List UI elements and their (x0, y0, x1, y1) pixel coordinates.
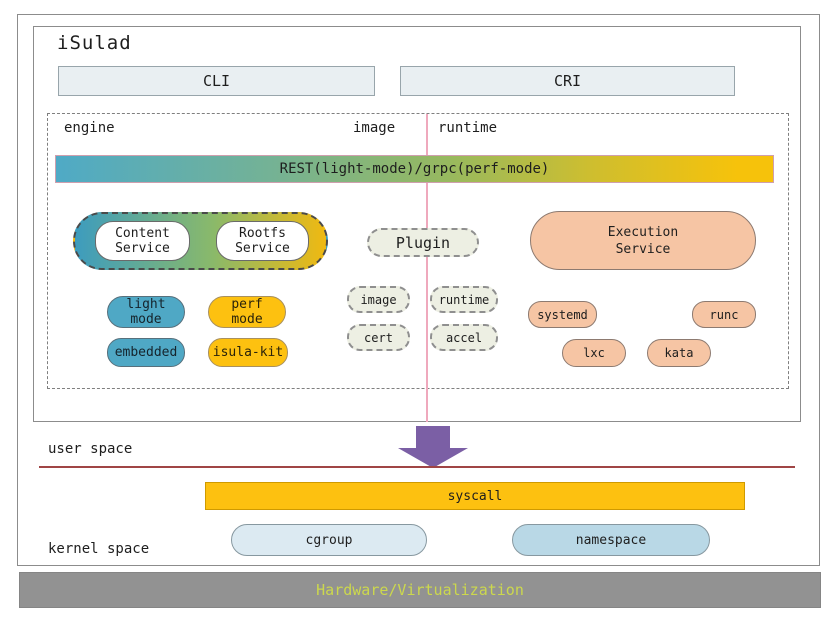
kata-pill: kata (647, 339, 711, 367)
namespace-pill: namespace (512, 524, 710, 556)
accel-module-pill: accel (430, 324, 498, 351)
runc-pill: runc (692, 301, 756, 328)
hardware-virtualization-bar: Hardware/Virtualization (19, 572, 821, 608)
cgroup-pill: cgroup (231, 524, 427, 556)
isula-kit-pill: isula-kit (208, 338, 288, 367)
modules-dashed-box (47, 113, 789, 389)
down-arrow-icon (416, 426, 450, 449)
outer-frame (17, 14, 820, 566)
user-kernel-divider-line (39, 466, 795, 468)
cert-module-pill: cert (347, 324, 410, 351)
plugin-pill: Plugin (367, 228, 479, 257)
embedded-pill: embedded (107, 338, 185, 367)
section-label-engine: engine (64, 120, 115, 136)
lxc-pill: lxc (562, 339, 626, 367)
rest-grpc-bar: REST(light-mode)/grpc(perf-mode) (55, 155, 774, 183)
section-label-runtime: runtime (438, 120, 498, 136)
content-service-pill: Content Service (95, 221, 190, 261)
cli-box: CLI (58, 66, 375, 96)
kernel-space-label: kernel space (48, 541, 150, 557)
syscall-bar: syscall (205, 482, 745, 510)
diagram-title: iSulad (57, 32, 132, 54)
user-space-label: user space (48, 441, 133, 457)
image-runtime-divider-line (426, 114, 428, 422)
down-arrow-head-icon (398, 448, 468, 468)
cri-box: CRI (400, 66, 735, 96)
light-mode-pill: light mode (107, 296, 185, 328)
runtime-module-pill: runtime (430, 286, 498, 313)
execution-service-pill: Execution Service (530, 211, 756, 270)
perf-mode-pill: perf mode (208, 296, 286, 328)
image-module-pill: image (347, 286, 410, 313)
section-label-image: image (353, 120, 396, 136)
rootfs-service-pill: Rootfs Service (216, 221, 309, 261)
systemd-pill: systemd (528, 301, 597, 328)
